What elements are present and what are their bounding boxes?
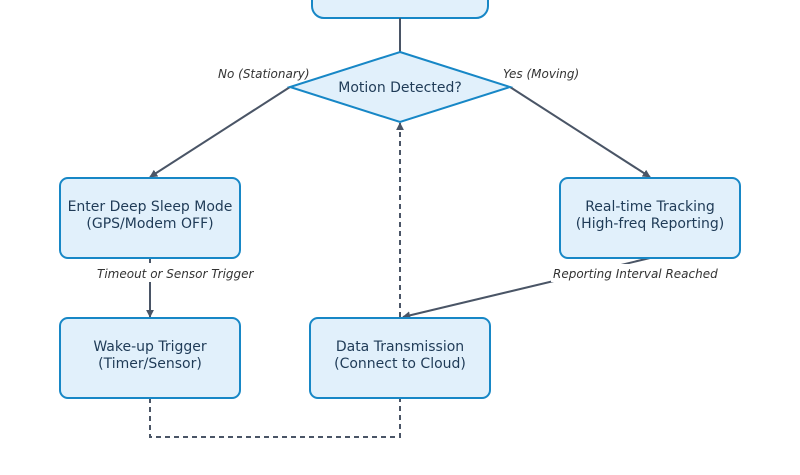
edge-label-yes: Yes (Moving)	[503, 67, 579, 81]
top-node	[311, 0, 489, 19]
edge-label-interval: Reporting Interval Reached	[553, 267, 718, 281]
wakeup-label-line2: (Timer/Sensor)	[98, 356, 202, 372]
edge-label-timeout-bg	[95, 264, 247, 282]
edge-wakeup-loop	[149, 398, 401, 438]
decision-node	[286, 50, 514, 124]
realtime-label-line2: (High-freq Reporting)	[576, 216, 725, 232]
transmission-label-line1: Data Transmission	[336, 339, 464, 355]
deep-sleep-label-line2: (GPS/Modem OFF)	[86, 216, 213, 232]
edge-label-interval-bg	[551, 264, 711, 282]
deep-sleep-label-line1: Enter Deep Sleep Mode	[68, 199, 233, 215]
edge-label-no: No (Stationary)	[218, 67, 310, 81]
decision-label: Motion Detected?	[338, 80, 462, 96]
deep-sleep-node	[59, 177, 241, 259]
realtime-label-line1: Real-time Tracking	[585, 199, 715, 215]
transmission-node	[309, 317, 491, 399]
realtime-node	[559, 177, 741, 259]
wakeup-node	[59, 317, 241, 399]
edge-label-timeout: Timeout or Sensor Trigger	[97, 267, 255, 281]
edge-decision-to-realtime	[509, 86, 651, 178]
transmission-label-line2: (Connect to Cloud)	[334, 356, 466, 372]
edge-decision-to-deep-sleep	[149, 86, 291, 178]
wakeup-label-line1: Wake-up Trigger	[93, 339, 207, 355]
